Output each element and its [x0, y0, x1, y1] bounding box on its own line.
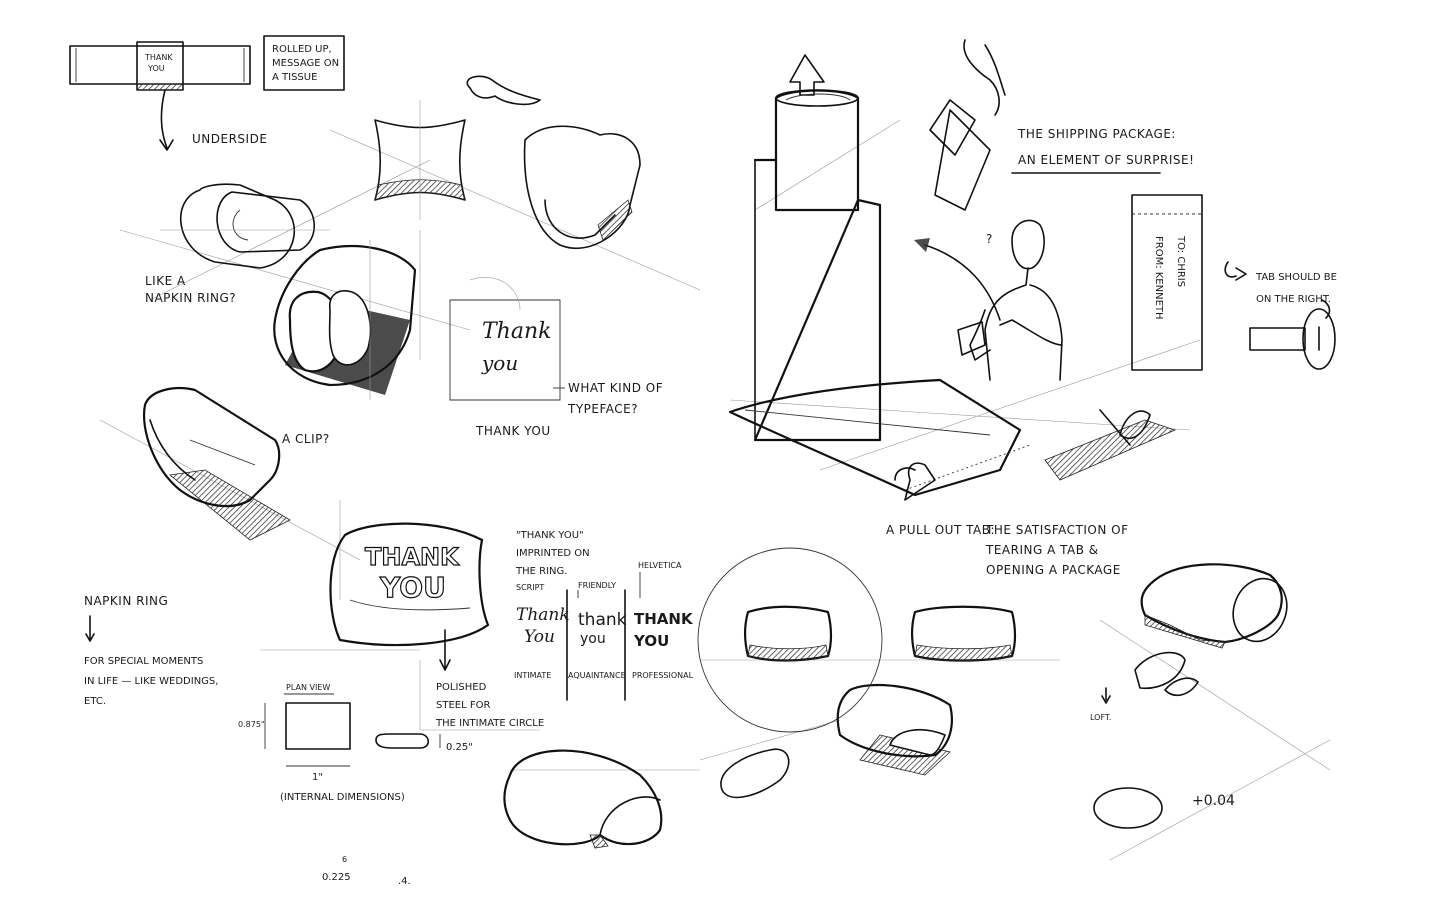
thickness-dimension: 0.25" [446, 742, 473, 753]
internal-dimensions-note: (INTERNAL DIMENSIONS) [280, 792, 405, 803]
envelope-label-sketch [1131, 194, 1336, 371]
mailer-pull-tab-sketch [728, 378, 1177, 501]
ribbon-loop-sketch [466, 75, 541, 106]
tab-note-line-2: ON THE RIGHT. [1256, 294, 1331, 305]
rolled-up-note-line-1: ROLLED UP, [272, 44, 332, 55]
satisfaction-line-1: THE SATISFACTION OF [985, 523, 1128, 537]
typeface-sample-helvetica-1: THANK [634, 610, 694, 628]
typeface-study-box [449, 277, 565, 401]
tolerance-note: +0.04 [1192, 793, 1235, 809]
typeface-sample-script-1: Thank [516, 605, 570, 625]
polished-note-line-3: THE INTIMATE CIRCLE [435, 718, 544, 729]
typeface-sample-helvetica-2: YOU [633, 632, 669, 650]
napkin-ring-arrow [85, 615, 95, 642]
band-label-line-1: THANK [144, 53, 173, 62]
construction-lines [99, 119, 1331, 861]
bottom-scribble-2: 0.225 [322, 872, 351, 883]
loft-label: LOFT. [1090, 713, 1111, 722]
right-loft-ring [1093, 563, 1288, 829]
special-moments-line-1: FOR SPECIAL MOMENTS [84, 656, 203, 667]
bottom-loft-ring [503, 749, 663, 849]
curved-arrow-to-package [914, 238, 1001, 321]
curled-band-sketch [523, 125, 641, 250]
satisfaction-line-2: TEARING A TAB & [985, 543, 1099, 557]
typeface-caption-aquaintance: AQUAINTANCE [568, 671, 626, 680]
script-sample-line-2: you [481, 351, 518, 375]
hand-holding-package [929, 39, 1006, 211]
typeface-compare-grid [566, 572, 641, 701]
typeface-header-helvetica: HELVETICA [638, 561, 682, 570]
shipping-note-line-1: THE SHIPPING PACKAGE: [1017, 127, 1176, 141]
question-mark: ? [986, 232, 993, 246]
plan-view-drawing [264, 693, 441, 767]
typeface-header-script: SCRIPT [516, 583, 544, 592]
thank-you-caps-sample: THANK YOU [475, 424, 551, 438]
label-from: FROM: KENNETH [1153, 236, 1164, 320]
clip-sketch [143, 387, 291, 541]
rolled-package-sketch [753, 54, 882, 442]
tab-note-line-1: TAB SHOULD BE [1255, 272, 1337, 283]
napkin-ring-title: NAPKIN RING [84, 594, 168, 608]
special-moments-line-3: ETC. [84, 696, 106, 707]
special-moments-line-2: IN LIFE — LIKE WEDDINGS, [84, 676, 218, 687]
satisfaction-line-3: OPENING A PACKAGE [986, 563, 1121, 577]
imprint-note-line-2: IMPRINTED ON [516, 548, 590, 559]
typeface-caption-professional: PROFESSIONAL [632, 671, 694, 680]
underside-note: UNDERSIDE [192, 132, 267, 146]
typeface-question-line-2: TYPEFACE? [567, 402, 638, 416]
typeface-header-friendly: FRIENDLY [578, 581, 616, 590]
bottom-scribble-3: .4. [398, 876, 411, 887]
label-to: TO: CHRIS [1175, 235, 1186, 287]
typeface-sample-script-2: You [524, 627, 555, 647]
bottom-scribble-1: 6 [342, 855, 347, 864]
ring-emboss-line-1: THANK [365, 543, 460, 571]
typeface-sample-friendly-1: thank [578, 610, 627, 630]
polished-note-line-1: POLISHED [436, 682, 487, 693]
band-label-line-2: YOU [147, 64, 165, 73]
pillow-circle-sketch [697, 547, 1017, 733]
rolled-up-note-line-2: MESSAGE ON [272, 58, 339, 69]
clip-question: A CLIP? [282, 432, 330, 446]
person-figure-sketch [957, 219, 1063, 381]
large-ring-sketch [273, 240, 417, 400]
pull-tab-label: A PULL OUT TAB: [886, 523, 995, 537]
napkin-ring-question-line-2: NAPKIN RING? [145, 291, 236, 305]
width-dimension: 1" [312, 772, 323, 783]
ring-emboss-line-2: YOU [379, 571, 446, 604]
script-sample-line-1: Thank [482, 319, 551, 344]
coil-ring-sketch [160, 183, 330, 269]
pill-sketch [720, 748, 790, 799]
rolled-up-note-line-3: A TISSUE [272, 72, 317, 83]
polished-note-line-2: STEEL FOR [436, 700, 490, 711]
typeface-caption-intimate: INTIMATE [514, 671, 551, 680]
embossed-ring-sketch [329, 500, 540, 731]
napkin-ring-question-line-1: LIKE A [145, 274, 186, 288]
typeface-sample-friendly-2: you [580, 631, 606, 647]
height-dimension: 0.875" [238, 720, 265, 729]
band-front-view [374, 100, 466, 220]
typeface-question-line-1: WHAT KIND OF [568, 381, 663, 395]
rolled-tissue-sketch [69, 35, 345, 151]
imprint-note-line-3: THE RING. [515, 566, 567, 577]
open-ring-sketch [836, 683, 953, 776]
shipping-note-line-2: AN ELEMENT OF SURPRISE! [1018, 153, 1194, 167]
plan-view-label: PLAN VIEW [286, 683, 330, 692]
imprint-note-line-1: "THANK YOU" [516, 530, 584, 541]
